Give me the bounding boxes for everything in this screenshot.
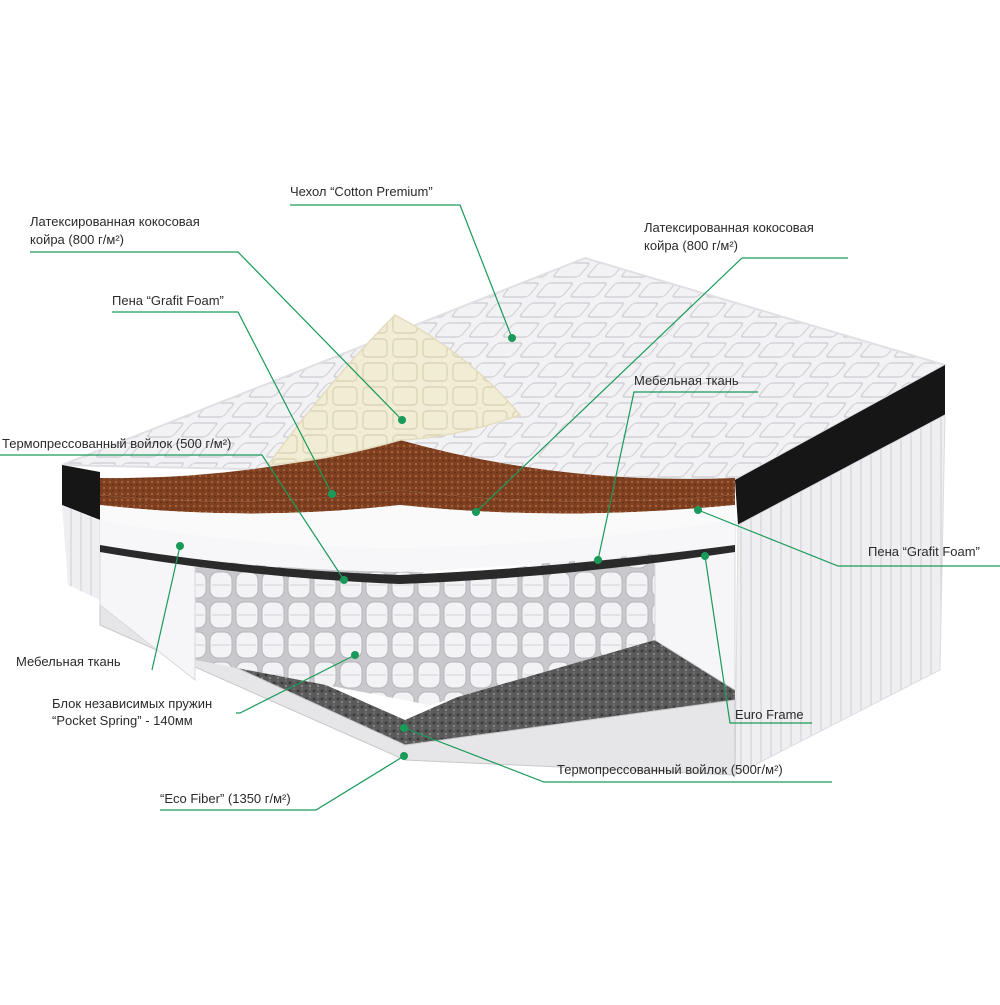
cover-side-black xyxy=(735,365,945,525)
label-coir-right-line1: Латексированная кокосовая xyxy=(644,220,814,235)
felt-bottom-layer xyxy=(100,575,735,745)
label-foam-right: Пена “Grafit Foam” xyxy=(868,544,980,559)
spring-block xyxy=(195,545,655,705)
eco-fiber-layer xyxy=(99,604,736,776)
label-coir-left-line1: Латексированная кокосовая xyxy=(30,214,200,229)
cover-front-black xyxy=(62,465,100,520)
label-cover: Чехол “Cotton Premium” xyxy=(290,184,433,199)
label-spring-line2: “Pocket Spring” - 140мм xyxy=(52,713,193,728)
label-foam-left: Пена “Grafit Foam” xyxy=(112,293,224,308)
label-spring-line1: Блок независимых пружин xyxy=(52,696,213,711)
foam-white-lower xyxy=(100,520,735,572)
euro-frame-side xyxy=(734,414,946,776)
coir-lower xyxy=(100,490,735,514)
label-eco-fiber: “Eco Fiber” (1350 г/м²) xyxy=(160,791,291,806)
frame-front-left xyxy=(62,505,100,600)
label-coir-right-line2: койра (800 г/м²) xyxy=(644,238,738,253)
foam-white-mid xyxy=(100,505,735,548)
fabric-dark-line xyxy=(100,545,735,584)
label-euro-frame: Euro Frame xyxy=(735,707,804,722)
label-fabric-left: Мебельная ткань xyxy=(16,654,121,669)
label-coir-left-line2: койра (800 г/м²) xyxy=(30,232,124,247)
label-felt-left: Термопрессованный войлок (500 г/м²) xyxy=(2,436,232,451)
leader-dots xyxy=(176,334,709,760)
leader-lines xyxy=(0,204,1000,811)
label-fabric-right: Мебельная ткань xyxy=(634,373,739,388)
foam-flap xyxy=(266,314,522,466)
coir-upper xyxy=(100,440,735,502)
label-felt-bottom: Термопрессованный войлок (500г/м²) xyxy=(557,762,783,777)
